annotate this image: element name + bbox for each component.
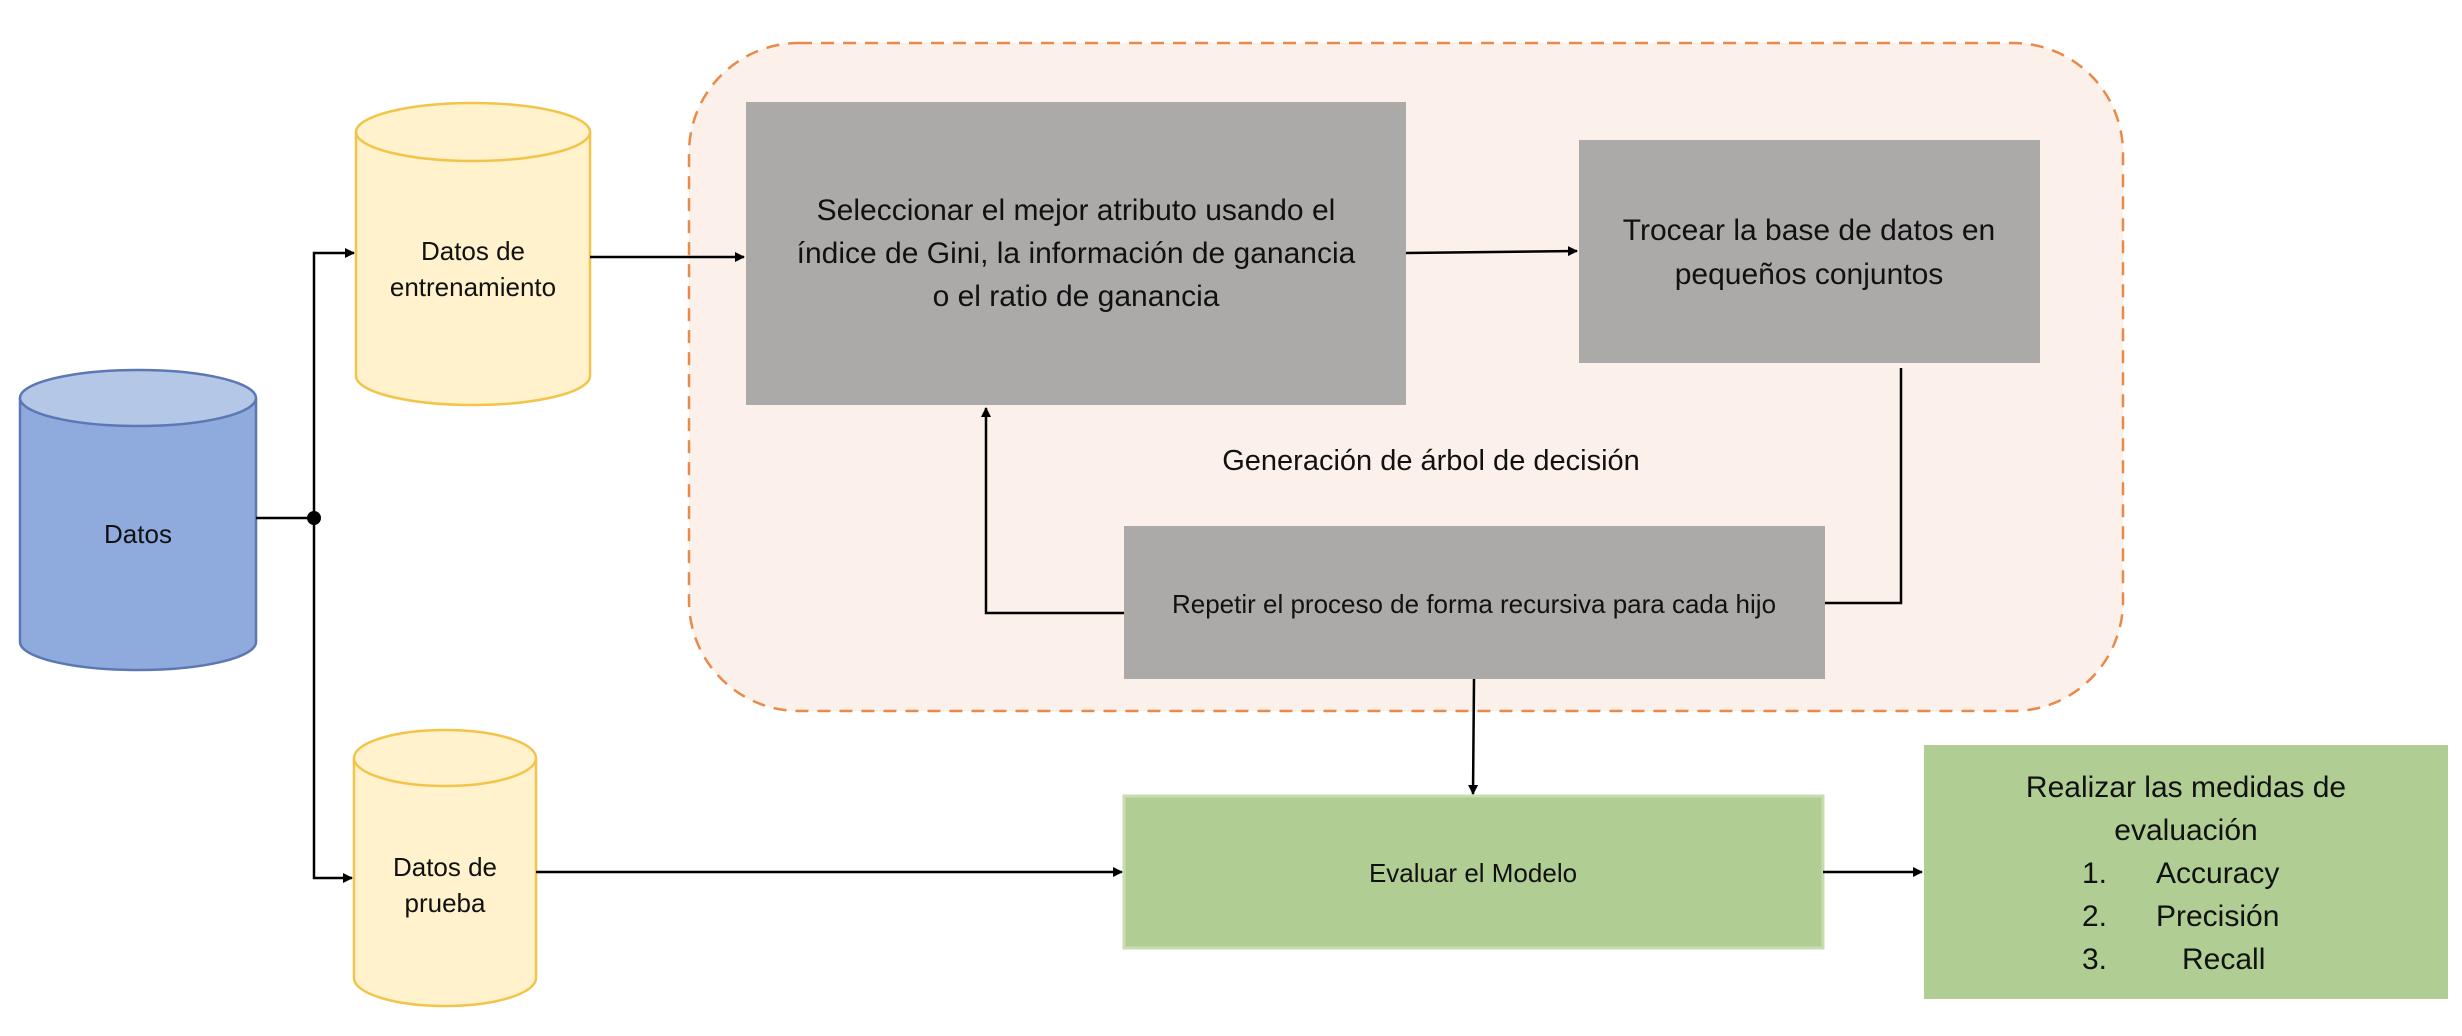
edge-seleccionar-to-trocear [1405, 246, 1578, 257]
medida-item: Recall [2182, 943, 2265, 976]
datos-entrenamiento-label-line-1: Datos de [421, 236, 525, 266]
datos-prueba-label-line-2: prueba [405, 888, 486, 918]
medidas-evaluacion-line-2: evaluación [2114, 814, 2257, 847]
medida-item: Accuracy [2156, 857, 2279, 890]
medidas-evaluacion-line-1: Realizar las medidas de [2026, 771, 2346, 804]
edge-trocear-to-repetir [1825, 368, 1903, 605]
medida-number: 2. [2082, 900, 2107, 933]
medida-item: Precisión [2156, 900, 2279, 933]
decision-tree-generation-label: Generación de árbol de decisión [1222, 445, 1640, 477]
medida-number: 3. [2082, 943, 2107, 976]
connectors [256, 246, 1923, 883]
seleccionar-atributo-line-1: Seleccionar el mejor atributo usando el [817, 194, 1336, 227]
trocear-base-line-1: Trocear la base de datos en [1623, 214, 1995, 247]
trocear-base-line-2: pequeños conjuntos [1675, 258, 1944, 291]
seleccionar-atributo-line-2: índice de Gini, la información de gananc… [797, 237, 1356, 270]
edge-datos-to-entrenamiento [312, 248, 355, 518]
repetir-proceso-box: Repetir el proceso de forma recursiva pa… [1124, 526, 1825, 679]
evaluar-modelo-box: Evaluar el Modelo [1122, 794, 1825, 950]
evaluar-modelo-label: Evaluar el Modelo [1369, 858, 1577, 888]
repetir-proceso-label: Repetir el proceso de forma recursiva pa… [1172, 589, 1776, 619]
edge-repetir-to-evaluar [1468, 678, 1479, 795]
seleccionar-atributo-box: Seleccionar el mejor atributo usando el … [746, 102, 1406, 405]
datos-label: Datos [104, 519, 172, 549]
datos-cylinder: Datos [18, 368, 258, 672]
edge-repetir-to-seleccionar [981, 407, 1124, 615]
datos-prueba-cylinder: Datos de prueba [352, 728, 538, 1008]
medidas-evaluacion-box: Realizar las medidas de evaluación 1. Ac… [1924, 745, 2448, 999]
datos-prueba-label-line-1: Datos de [393, 852, 497, 882]
datos-entrenamiento-label-line-2: entrenamiento [390, 272, 556, 302]
medida-number: 1. [2082, 857, 2107, 890]
seleccionar-atributo-line-3: o el ratio de ganancia [933, 280, 1220, 313]
datos-entrenamiento-cylinder: Datos de entrenamiento [354, 101, 592, 407]
edge-datos-to-prueba [312, 518, 353, 883]
trocear-base-box: Trocear la base de datos en pequeños con… [1579, 140, 2040, 363]
